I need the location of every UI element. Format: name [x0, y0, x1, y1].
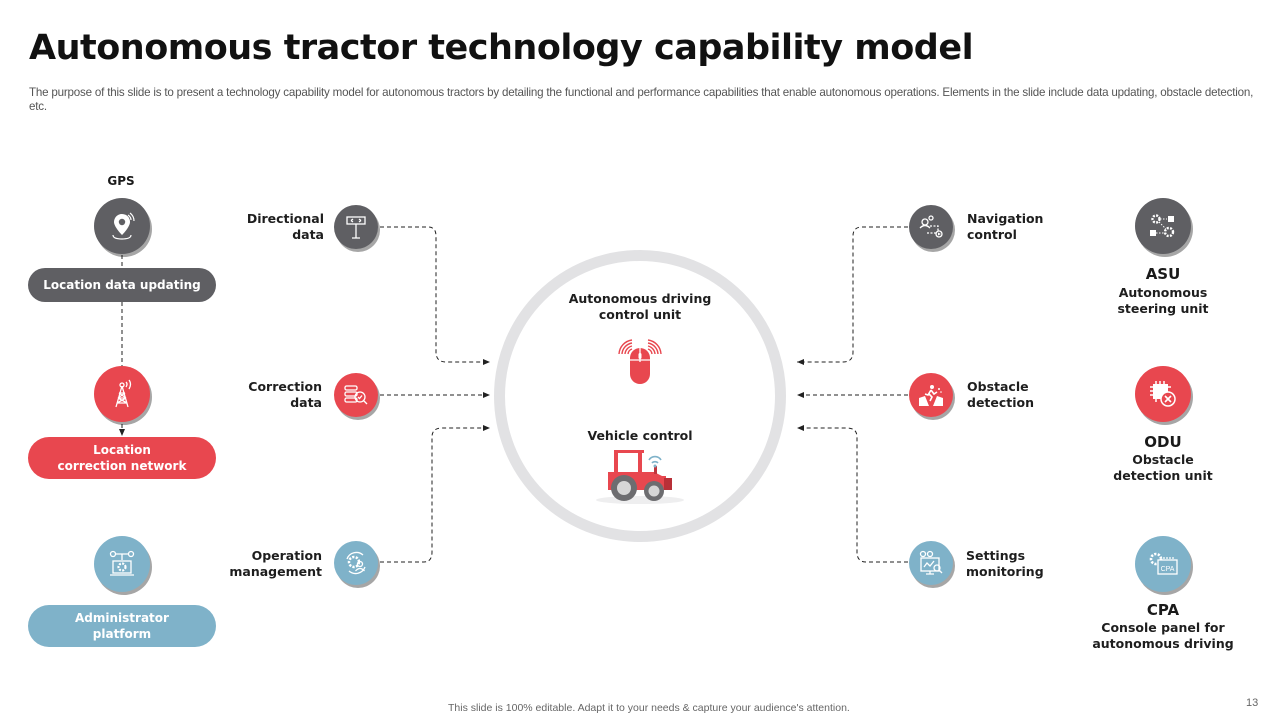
gears-network-icon — [1135, 198, 1191, 254]
monitor-settings-icon — [909, 541, 953, 585]
gps-label: GPS — [107, 174, 135, 188]
vehicle-control-label: Vehicle control — [587, 428, 693, 443]
directional-data-label: Directional data — [246, 211, 324, 242]
svg-text:CPA: CPA — [1161, 566, 1175, 573]
page-number: 13 — [1246, 697, 1259, 709]
gear-user-icon — [334, 541, 378, 585]
chip-error-icon — [1135, 366, 1191, 422]
cpa-description: Console panel for autonomous driving — [1092, 620, 1234, 651]
cpa-abbr: CPA — [1146, 601, 1180, 619]
odu-abbr: ODU — [1144, 433, 1182, 451]
navigation-control-label: Navigation control — [967, 211, 1044, 242]
slide-title: Autonomous tractor technology capability… — [29, 28, 974, 68]
wireless-mouse-icon — [614, 336, 666, 386]
settings-monitoring-label: Settings monitoring — [966, 548, 1044, 579]
correction-data-label: Correction data — [248, 379, 322, 410]
asu-abbr: ASU — [1145, 265, 1181, 283]
odu-description: Obstacle detection unit — [1113, 452, 1213, 483]
hurdle-runner-icon — [909, 373, 953, 417]
obstacle-detection-label: Obstacle detection — [967, 379, 1035, 410]
tractor-icon — [594, 446, 686, 506]
footer-note: This slide is 100% editable. Adapt it to… — [448, 702, 850, 714]
admin-laptop-gear-icon — [94, 536, 150, 592]
asu-description: Autonomous steering unit — [1117, 285, 1209, 316]
operation-management-label: Operation management — [229, 548, 322, 579]
database-search-icon — [334, 373, 378, 417]
administrator-platform-pill: Administrator platform — [28, 605, 216, 647]
location-pin-icon — [94, 198, 150, 254]
slide-subtitle: The purpose of this slide is to present … — [29, 86, 1254, 113]
location-data-updating-pill: Location data updating — [28, 268, 216, 302]
route-navigation-icon — [909, 205, 953, 249]
signpost-icon — [334, 205, 378, 249]
location-correction-network-pill: Location correction network — [28, 437, 216, 479]
control-unit-ring — [494, 250, 786, 542]
signal-tower-icon — [94, 366, 150, 422]
autonomous-driving-control-unit-label: Autonomous driving control unit — [568, 291, 712, 322]
cpa-panel-gear-icon: CPA — [1135, 536, 1191, 592]
